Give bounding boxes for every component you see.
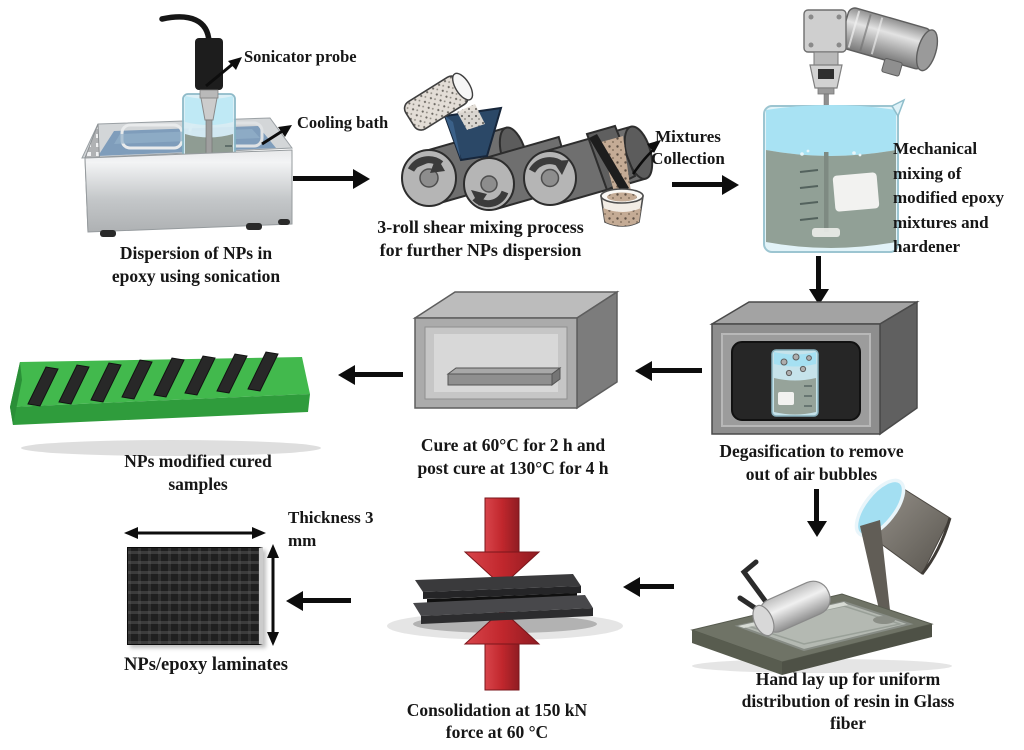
np-stream [457,104,485,130]
flow-arrow-layup-to-consolidation [623,576,674,597]
curing-caption: Cure at 60°C for 2 h and post cure at 13… [417,435,609,478]
mechanical-mixer-illustration [763,7,939,253]
degasification-oven-illustration [709,300,920,436]
flow-arrow-sonication-to-3roll [293,168,370,189]
rotation-arrow-3 [528,157,569,175]
hand-layup-caption: Hand lay up for uniform distribution of … [741,669,955,733]
mixtures-collection-label: Mixtures Collection [651,127,725,168]
resin-cup [854,478,952,575]
flow-arrow-consolidation-to-laminate [286,590,351,611]
rotation-arrow-2 [471,190,509,208]
flow-arrow-mixer-to-degas [808,256,829,305]
laminate-illustration [127,547,263,645]
sonicator-illustration [81,14,293,237]
tray-front [10,394,310,425]
press-plates [413,574,593,624]
press-force-arrow-down [463,497,541,587]
cured-samples-caption: NPs modified cured samples [124,451,272,494]
degas-beaker [771,349,819,417]
cured-sample-bars [27,351,279,407]
laminate-thickness-arrow [267,544,279,646]
hand-roller [737,559,831,637]
sonicator-probe-label: Sonicator probe [244,47,357,66]
cure-oven-illustration [412,290,620,410]
laminate-width-arrow [124,527,266,539]
consolidation-caption: Consolidation at 150 kN force at 60 °C [406,700,588,742]
probe-callout-arrow [205,57,242,88]
bath-callout-arrow [261,125,292,146]
sonication-caption: Dispersion of NPs in epoxy using sonicat… [111,243,281,286]
layup-board-front [782,624,932,675]
cure-oven-shelf [446,367,562,386]
three-roll-caption: 3-roll shear mixing process for further … [377,217,584,260]
mixer-gearbox [803,9,847,95]
flow-arrow-cure-to-samples [338,364,403,385]
hand-layup-illustration [690,478,952,675]
flow-arrow-degas-to-cure [635,360,702,381]
tray-left [10,362,22,425]
flow-arrow-degas-to-layup [806,489,827,537]
laminates-caption: NPs/epoxy laminates [124,655,288,675]
press-force-arrow-up [463,609,541,691]
flow-arrow-3roll-to-mixer [672,174,739,195]
thickness-label: Thickness 3 mm [288,508,374,550]
cured-samples-tray-illustration [10,351,321,456]
hopper [443,106,503,162]
consolidation-press-illustration [387,497,623,691]
mixer-motor [839,7,939,77]
rotation-arrow-1 [407,156,445,173]
degas-oven-side [879,300,918,436]
cooling-bath-front-panel [84,149,293,233]
nanoparticle-bag [403,72,474,131]
collection-cup [600,188,644,227]
degasification-caption: Degasification to remove out of air bubb… [719,441,904,484]
layup-board-left [692,630,782,675]
mixing-caption: Mechanical mixing of modified epoxy mixt… [893,139,1004,256]
cooling-bath-label: Cooling bath [297,113,389,132]
three-roll-mill-illustration [401,72,661,227]
mixing-beaker [763,98,906,253]
resin-stream [860,520,890,614]
